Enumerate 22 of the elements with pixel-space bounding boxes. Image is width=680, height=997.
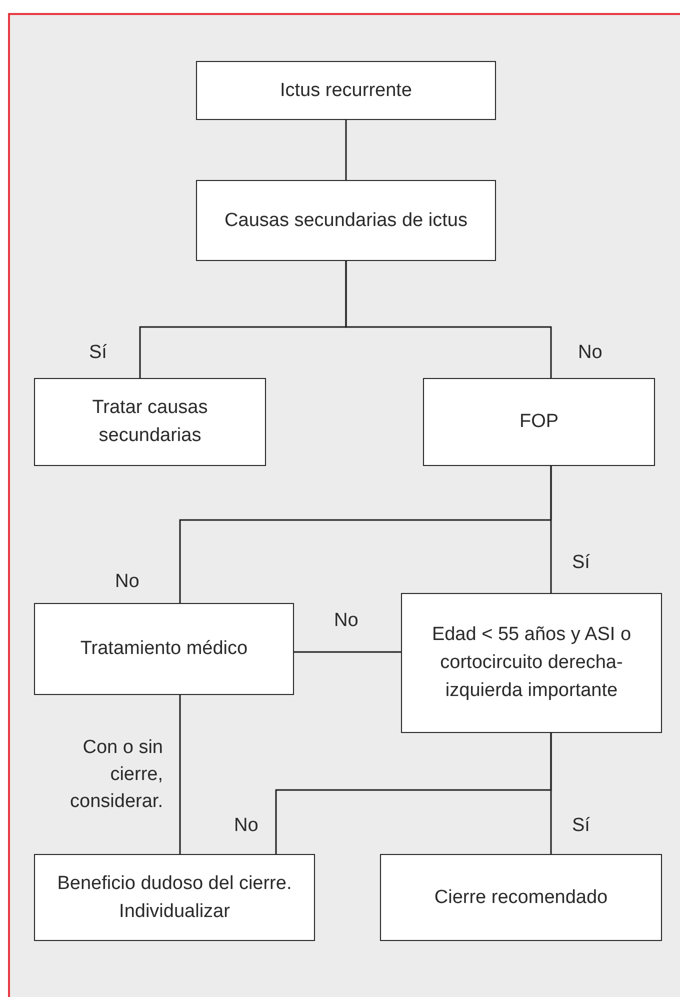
process-box: Cierre recomendado — [380, 854, 662, 941]
edge-label: No — [334, 609, 358, 633]
process-box: Tratar causas secundarias — [34, 378, 266, 466]
edge-label: Sí — [572, 551, 590, 575]
process-box: Ictus recurrente — [196, 61, 496, 120]
connector-line — [550, 733, 552, 854]
edge-label: No — [234, 814, 258, 838]
process-box: FOP — [423, 378, 655, 466]
edge-label: Con o sin cierre, considerar. — [69, 736, 163, 814]
edge-label: Sí — [89, 341, 107, 365]
edge-label: Sí — [572, 814, 590, 838]
connector-line — [345, 261, 552, 378]
edge-label: No — [578, 341, 602, 365]
process-box: Edad < 55 años y ASI o cortocircuito derecha-izquierda importante — [401, 593, 662, 733]
process-box: Beneficio dudoso del cierre. Individualizar — [34, 854, 315, 941]
edge-label: No — [115, 570, 140, 594]
connector-line — [345, 120, 347, 180]
connector-line — [294, 651, 401, 653]
process-box: Tratamiento médico — [34, 603, 294, 695]
connector-line — [179, 695, 181, 854]
process-box: Causas secundarias de ictus — [196, 180, 496, 261]
connector-line — [550, 466, 552, 593]
